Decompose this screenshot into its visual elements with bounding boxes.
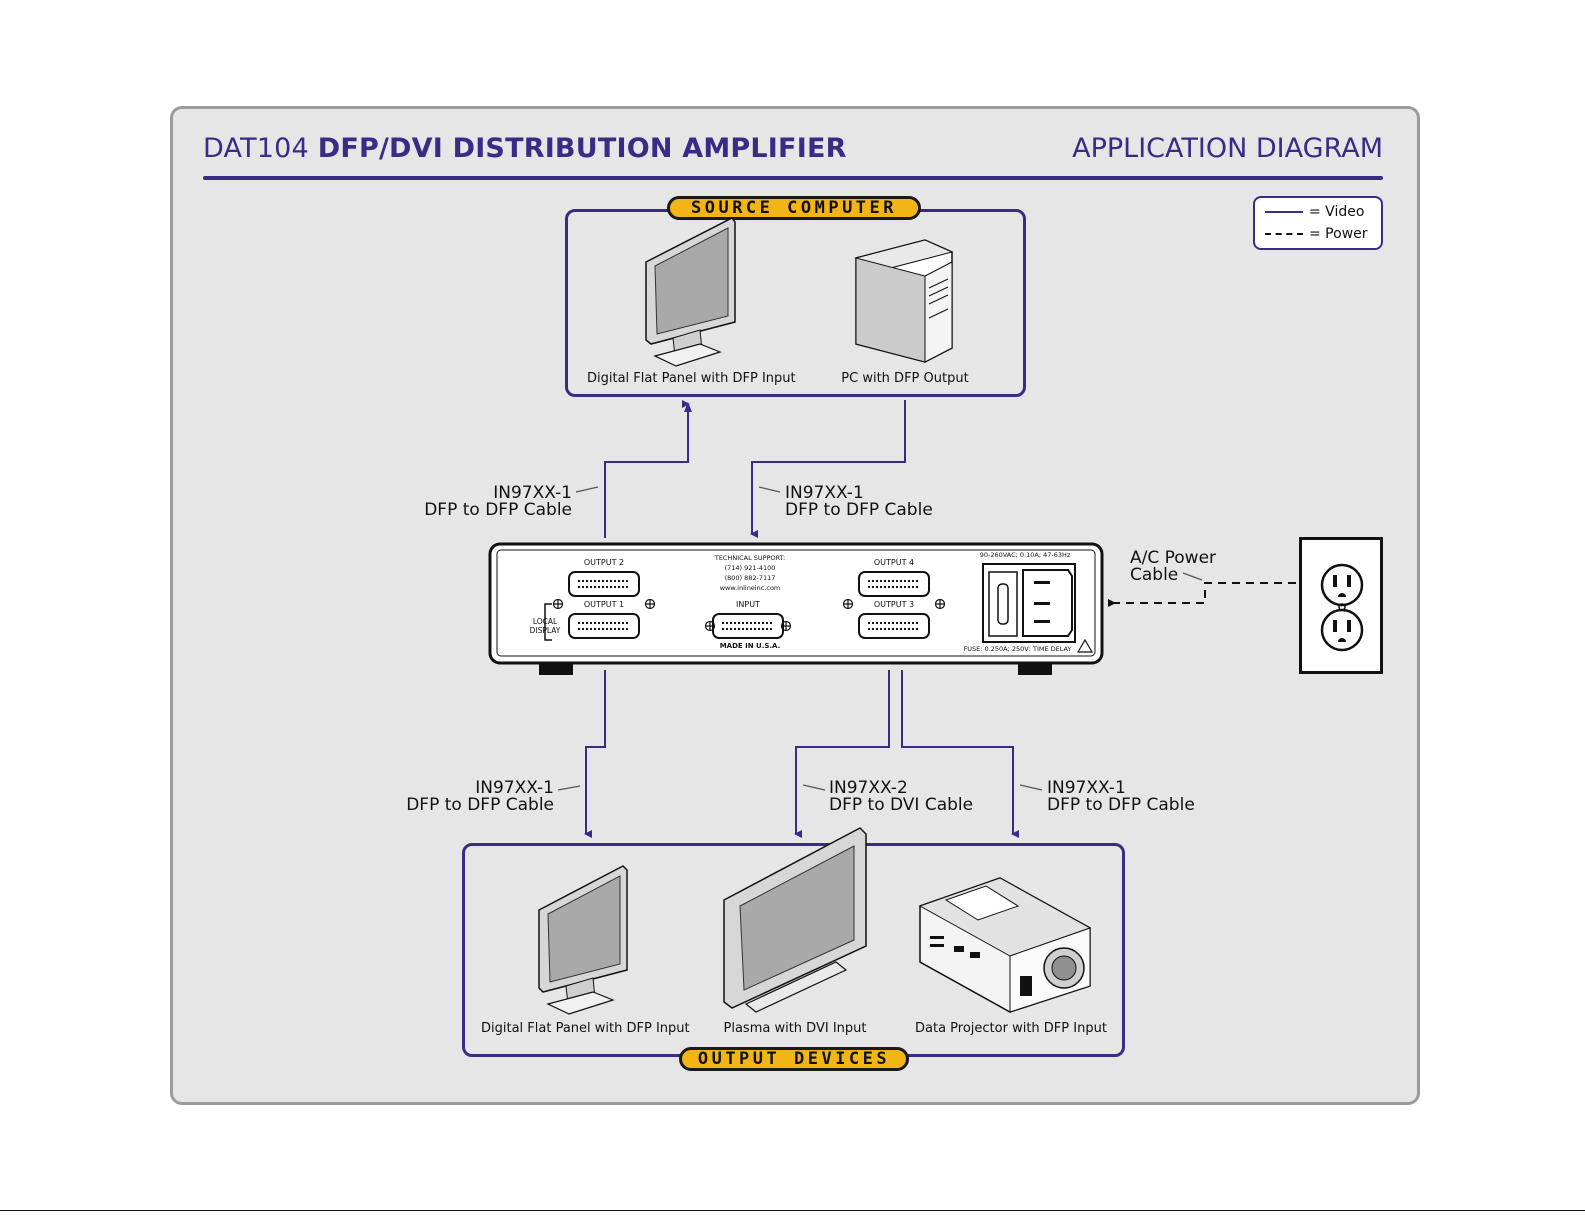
solid-line-icon — [1265, 211, 1303, 213]
source-flat-panel-monitor-icon — [645, 217, 736, 367]
product-name: DFP/DVI DISTRIBUTION AMPLIFIER — [317, 133, 847, 164]
cable-model: IN97XX-1 — [493, 483, 572, 503]
input-label: INPUT — [736, 600, 760, 609]
power-wire — [1108, 582, 1296, 607]
plasma-display-icon — [723, 827, 867, 1013]
page-bottom-rule — [0, 1210, 1585, 1211]
doc-type: APPLICATION DIAGRAM — [1072, 133, 1383, 164]
support-phone2: (800) 882-7117 — [724, 574, 776, 582]
output-flat-panel-monitor-icon — [538, 865, 628, 1015]
cable-desc: DFP to DFP Cable — [406, 795, 554, 815]
output-projector-caption: Data Projector with DFP Input — [915, 1021, 1107, 1036]
output-monitor-caption: Digital Flat Panel with DFP Input — [481, 1021, 690, 1036]
cable-desc: DFP to DFP Cable — [424, 500, 572, 520]
legend-video: = Video — [1265, 204, 1364, 220]
wall-outlet-icon — [1299, 537, 1383, 674]
support-web: www.inlineinc.com — [719, 584, 781, 592]
output3-label: OUTPUT 3 — [873, 600, 915, 609]
legend-power-label: = Power — [1309, 226, 1368, 242]
page-title: DAT104 DFP/DVI DISTRIBUTION AMPLIFIER — [203, 133, 847, 164]
support-phone1: (714) 921-4100 — [724, 564, 776, 572]
support-block: TECHNICAL SUPPORT: (714) 921-4100 (800) … — [690, 553, 810, 593]
local-display-line2: DISPLAY — [529, 626, 561, 635]
output-plasma-caption: Plasma with DVI Input — [723, 1021, 867, 1036]
video-wires-upper — [604, 400, 906, 538]
output-devices-badge: OUTPUT DEVICES — [679, 1047, 909, 1071]
dat104-device — [488, 542, 1104, 675]
support-title: TECHNICAL SUPPORT: — [714, 554, 786, 562]
legend-power: = Power — [1265, 226, 1368, 242]
source-pc-tower-icon — [854, 239, 954, 363]
legend-video-label: = Video — [1309, 204, 1365, 220]
local-display-line1: LOCAL — [532, 617, 558, 626]
model-number: DAT104 — [203, 133, 309, 164]
wire-output3-to-plasma — [794, 670, 890, 838]
legend: = Video = Power — [1253, 196, 1383, 250]
wire-pc-to-input — [750, 400, 906, 538]
cable-desc: DFP to DVI Cable — [829, 795, 974, 815]
source-computer-badge: SOURCE COMPUTER — [667, 196, 921, 220]
power-rating-label: 90-260VAC; 0.10A; 47-63Hz — [979, 551, 1071, 559]
title-rule — [203, 176, 1383, 180]
output2-label: OUTPUT 2 — [583, 558, 625, 567]
data-projector-icon — [918, 877, 1092, 1013]
power-cable-line2: Cable — [1130, 565, 1179, 585]
cable-model: IN97XX-1 — [785, 483, 864, 503]
leader-lines — [557, 486, 1203, 791]
outlet-graphic — [1320, 563, 1364, 652]
wire-output1-to-monitor — [584, 670, 606, 838]
output4-label: OUTPUT 4 — [873, 558, 915, 567]
output1-label: OUTPUT 1 — [583, 600, 625, 609]
dashed-line-icon — [1265, 233, 1303, 235]
power-cable-line1: A/C Power — [1130, 548, 1217, 568]
cable-model: IN97XX-1 — [475, 778, 554, 798]
wire-output2-to-monitor — [604, 406, 689, 538]
cable-desc: DFP to DFP Cable — [785, 500, 933, 520]
cable-model: IN97XX-1 — [1047, 778, 1126, 798]
video-wires-lower — [584, 670, 1019, 838]
source-monitor-caption: Digital Flat Panel with DFP Input — [587, 371, 796, 386]
source-pc-caption: PC with DFP Output — [841, 371, 969, 386]
made-in-label: MADE IN U.S.A. — [719, 642, 781, 650]
wire-output4-to-projector — [901, 670, 1019, 838]
cable-model: IN97XX-2 — [829, 778, 908, 798]
cable-desc: DFP to DFP Cable — [1047, 795, 1195, 815]
fuse-label: FUSE: 0.250A; 250V; TIME DELAY — [963, 645, 1072, 653]
